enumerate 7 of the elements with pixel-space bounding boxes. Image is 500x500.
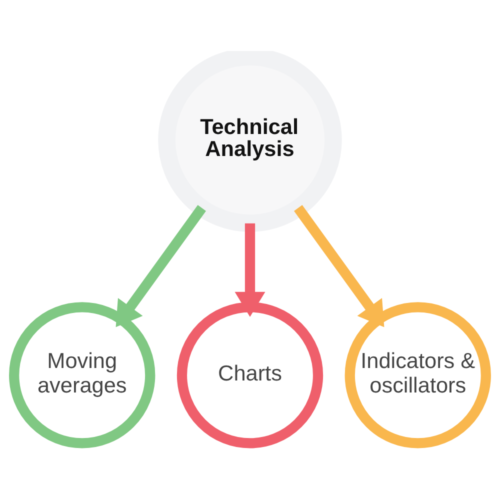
arrow [294, 205, 384, 328]
node-circle: Technical Analysis [158, 51, 342, 232]
node-circle: Charts [176, 302, 324, 448]
arrow [234, 223, 266, 317]
node-circle: Indicators & oscillators [344, 302, 491, 448]
node-circle: Moving averages [9, 302, 156, 448]
arrow [116, 205, 206, 328]
